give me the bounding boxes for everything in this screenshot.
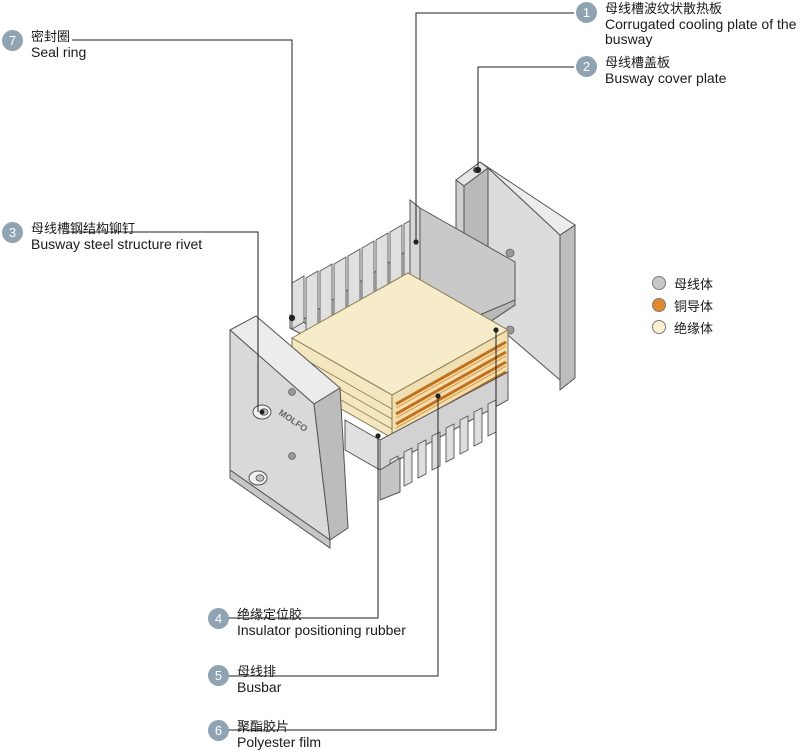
legend-label: 绝缘体 <box>674 321 714 337</box>
callout-4: 4 绝缘定位胶 Insulator positioning rubber <box>208 608 406 638</box>
callout-label-zh: 母线槽钢结构铆钉 <box>31 222 136 237</box>
leader-line-7 <box>72 39 293 318</box>
callout-label-en: Busbar <box>237 679 282 695</box>
legend-label: 母线体 <box>674 277 714 293</box>
callout-6: 6 聚酯胶片 Polyester film <box>208 720 321 750</box>
callout-label-en: Busway steel structure rivet <box>31 236 203 252</box>
leader-line-3 <box>66 231 259 412</box>
material-legend: 母线体 铜导体 绝缘体 <box>652 272 713 338</box>
callout-label-en: Corrugated cooling plate of the busway <box>605 16 797 47</box>
busbar-stack <box>290 272 510 439</box>
callout-3: 3 母线槽钢结构铆钉 Busway steel structure rivet <box>2 222 202 252</box>
callout-label-en: Busway cover plate <box>605 70 727 86</box>
callout-number: 2 <box>576 56 597 77</box>
leader-line-1 <box>415 12 574 242</box>
leader-line-5 <box>208 396 439 677</box>
callout-label-zh: 母线排 <box>237 665 277 680</box>
callout-label-zh: 母线槽波纹状散热板 <box>605 2 723 17</box>
callout-label-zh: 密封圈 <box>31 30 71 45</box>
callout-label-en: Seal ring <box>31 44 87 60</box>
legend-swatch-copper <box>652 298 666 312</box>
callout-2: 2 母线槽盖板 Busway cover plate <box>576 56 726 86</box>
callout-5: 5 母线排 Busbar <box>208 665 281 695</box>
callout-number: 3 <box>2 222 23 243</box>
callout-label-en: Insulator positioning rubber <box>237 622 406 638</box>
callout-label-zh: 聚酯胶片 <box>237 720 290 735</box>
callout-label-zh: 绝缘定位胶 <box>237 608 303 623</box>
bottom-cooling-plate <box>344 371 509 501</box>
legend-item: 铜导体 <box>652 294 713 316</box>
callout-number: 7 <box>2 30 23 51</box>
callout-7: 7 密封圈 Seal ring <box>2 30 86 60</box>
callout-number: 4 <box>208 608 229 629</box>
callout-label-zh: 母线槽盖板 <box>605 56 671 71</box>
callout-number: 6 <box>208 720 229 741</box>
callout-label-en: Polyester film <box>237 734 322 750</box>
rivet-icon <box>248 470 268 486</box>
legend-swatch-busway-body <box>652 276 666 290</box>
callout-number: 1 <box>576 2 597 23</box>
leader-line-4 <box>208 436 379 619</box>
leader-line-6 <box>208 330 497 731</box>
legend-item: 绝缘体 <box>652 316 713 338</box>
legend-label: 铜导体 <box>674 299 714 315</box>
legend-item: 母线体 <box>652 272 713 294</box>
callout-number: 5 <box>208 665 229 686</box>
leader-line-2 <box>477 66 574 170</box>
legend-swatch-insulator <box>652 320 666 334</box>
leader-lines <box>66 12 574 731</box>
callout-1: 1 母线槽波纹状散热板 Corrugated cooling plate of … <box>576 2 800 47</box>
